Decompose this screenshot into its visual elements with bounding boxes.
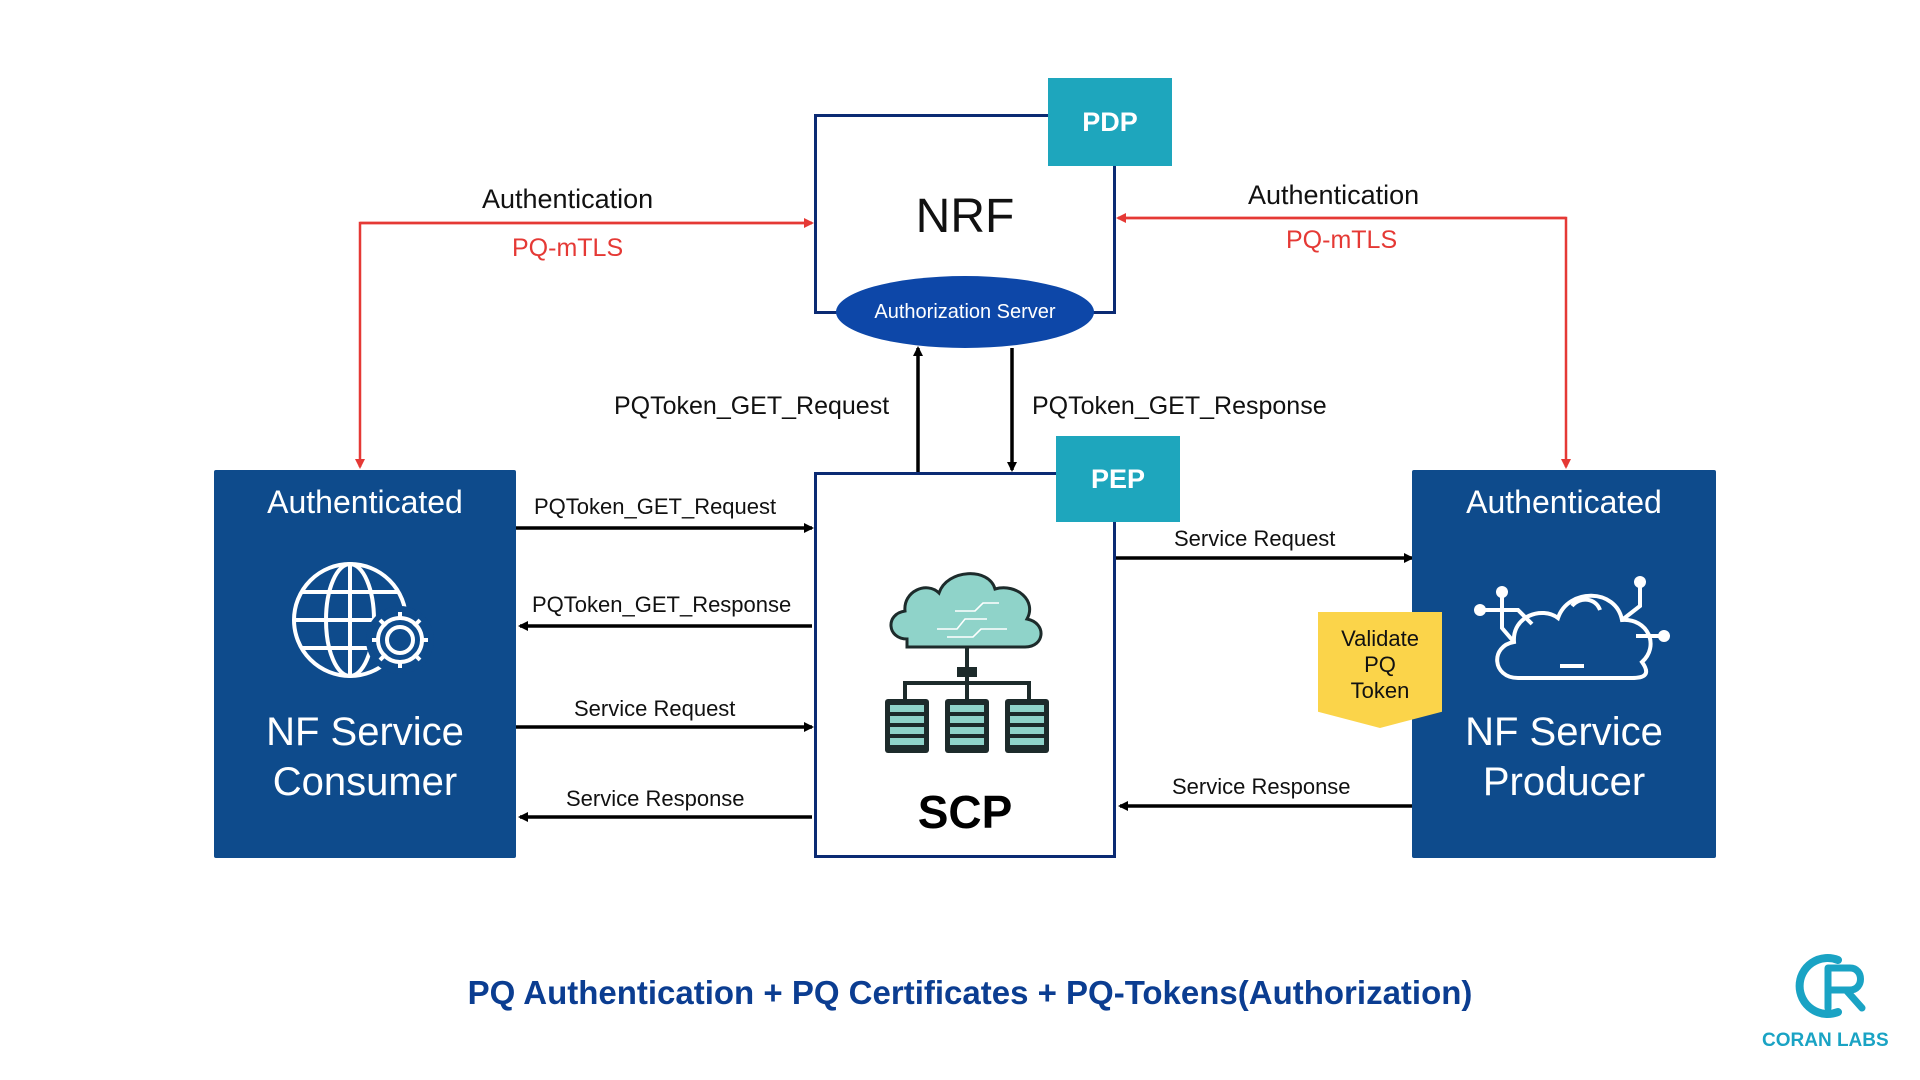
nf-service-producer-box[interactable]: Authenticated NF Service Producer [1412, 470, 1716, 858]
pep-tag: PEP [1056, 436, 1180, 522]
pdp-tag: PDP [1048, 78, 1172, 166]
consumer-title-line2: Consumer [272, 760, 458, 804]
cloud-servers-icon [885, 572, 1049, 753]
left-auth-link [355, 218, 814, 469]
coran-labs-logo-icon [1795, 954, 1866, 1018]
producer-status: Authenticated [1466, 484, 1662, 520]
validate-pq-token-tag: Validate PQ Token [1318, 612, 1442, 728]
scp-title: SCP [917, 786, 1013, 838]
right-auth-protocol: PQ-mTLS [1286, 226, 1398, 254]
nrf-title: NRF [915, 190, 1015, 243]
nf-service-consumer-box[interactable]: Authenticated NF Service Consumer [214, 470, 516, 858]
right-auth-label: Authentication [1248, 180, 1420, 210]
coran-labs-logo-text: CORAN LABS [1762, 1030, 1889, 1051]
producer-title-line2: Producer [1482, 760, 1646, 804]
right-auth-link [1116, 213, 1571, 469]
left-auth-protocol: PQ-mTLS [512, 234, 624, 262]
consumer-token-response-label: PQToken_GET_Response [532, 592, 792, 617]
nrf-to-scp-label: PQToken_GET_Response [1032, 392, 1327, 420]
authorization-server-ellipse[interactable]: Authorization Server [836, 276, 1094, 348]
globe-gear-icon [292, 562, 434, 678]
consumer-title-line1: NF Service [266, 710, 464, 754]
consumer-service-response-label: Service Response [566, 786, 745, 811]
validate-line3: Token [1350, 678, 1410, 703]
producer-service-request-label: Service Request [1174, 526, 1336, 551]
producer-service-response-label: Service Response [1172, 774, 1351, 799]
validate-line2: PQ [1364, 652, 1396, 677]
consumer-service-request-label: Service Request [574, 696, 736, 721]
authorization-server-label: Authorization Server [874, 300, 1056, 323]
scp-to-nrf-label: PQToken_GET_Request [614, 392, 890, 420]
consumer-status: Authenticated [267, 484, 463, 520]
left-auth-label: Authentication [482, 184, 654, 214]
validate-line1: Validate [1341, 626, 1419, 651]
scp-box[interactable]: SCP [814, 472, 1116, 858]
consumer-token-request-label: PQToken_GET_Request [534, 494, 777, 519]
producer-title-line1: NF Service [1465, 710, 1663, 754]
cloud-network-icon [1474, 576, 1670, 680]
diagram-caption: PQ Authentication + PQ Certificates + PQ… [467, 974, 1473, 1011]
